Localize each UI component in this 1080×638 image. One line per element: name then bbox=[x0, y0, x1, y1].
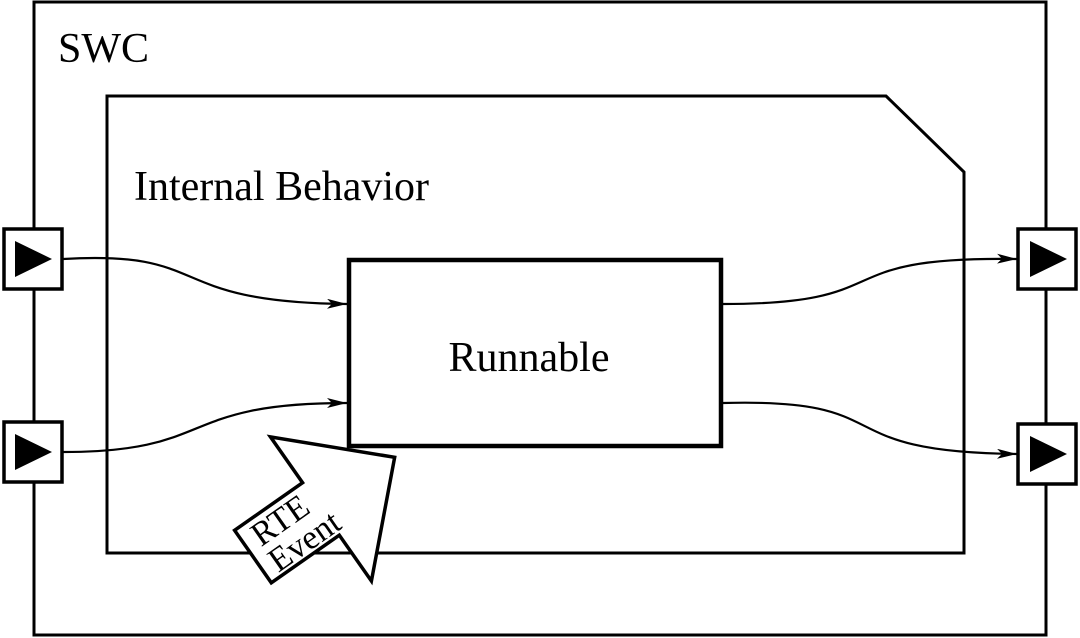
connector-out-2 bbox=[722, 401, 1018, 459]
rte-event-arrow: RTE Event bbox=[232, 434, 397, 586]
connector-in-2 bbox=[62, 398, 348, 454]
output-port-2 bbox=[1016, 422, 1078, 486]
internal-behavior-box bbox=[105, 94, 966, 555]
runnable-box bbox=[346, 257, 724, 449]
runnable-label: Runnable bbox=[449, 335, 610, 381]
arrow-up-right-icon bbox=[232, 434, 397, 586]
internal-behavior-label: Internal Behavior bbox=[134, 164, 429, 210]
swc-label: SWC bbox=[58, 26, 149, 72]
input-port-1 bbox=[2, 227, 64, 291]
play-triangle-icon bbox=[15, 434, 52, 470]
input-port-2 bbox=[2, 420, 64, 484]
output-port-1 bbox=[1016, 227, 1078, 291]
connector-in-1 bbox=[62, 256, 348, 309]
connector-out-1 bbox=[722, 253, 1018, 306]
play-triangle-icon bbox=[1030, 436, 1067, 472]
play-triangle-icon bbox=[1030, 241, 1067, 277]
play-triangle-icon bbox=[15, 241, 52, 277]
